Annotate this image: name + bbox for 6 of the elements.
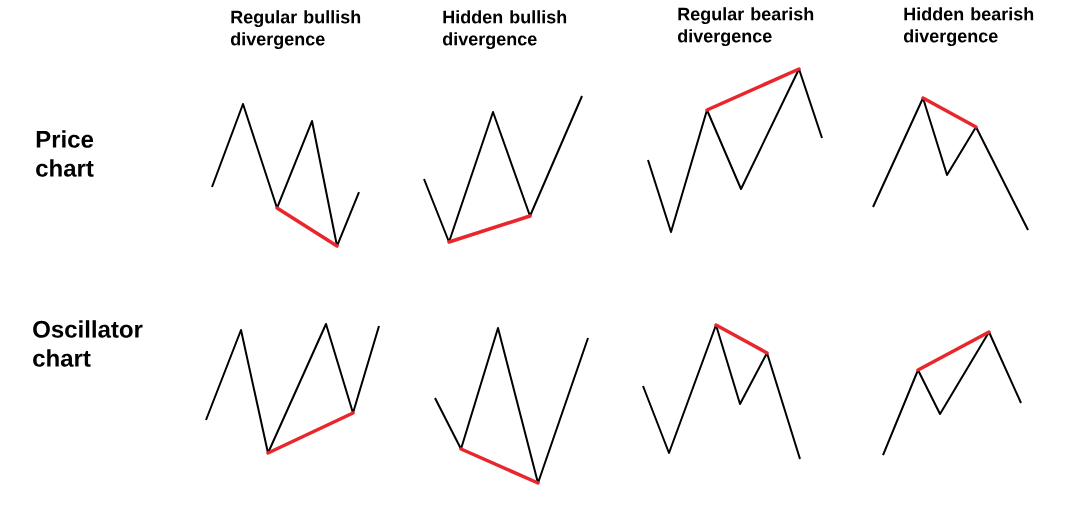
row-heading: Oscillator chart — [33, 320, 143, 367]
column-heading: Hidden bullish divergence — [442, 10, 567, 50]
column-heading: Regular bullish divergence — [230, 10, 361, 50]
column-heading: Hidden bearish divergence — [903, 7, 1034, 47]
row-heading: Price chart — [36, 130, 94, 177]
column-heading: Regular bearish divergence — [677, 7, 814, 47]
